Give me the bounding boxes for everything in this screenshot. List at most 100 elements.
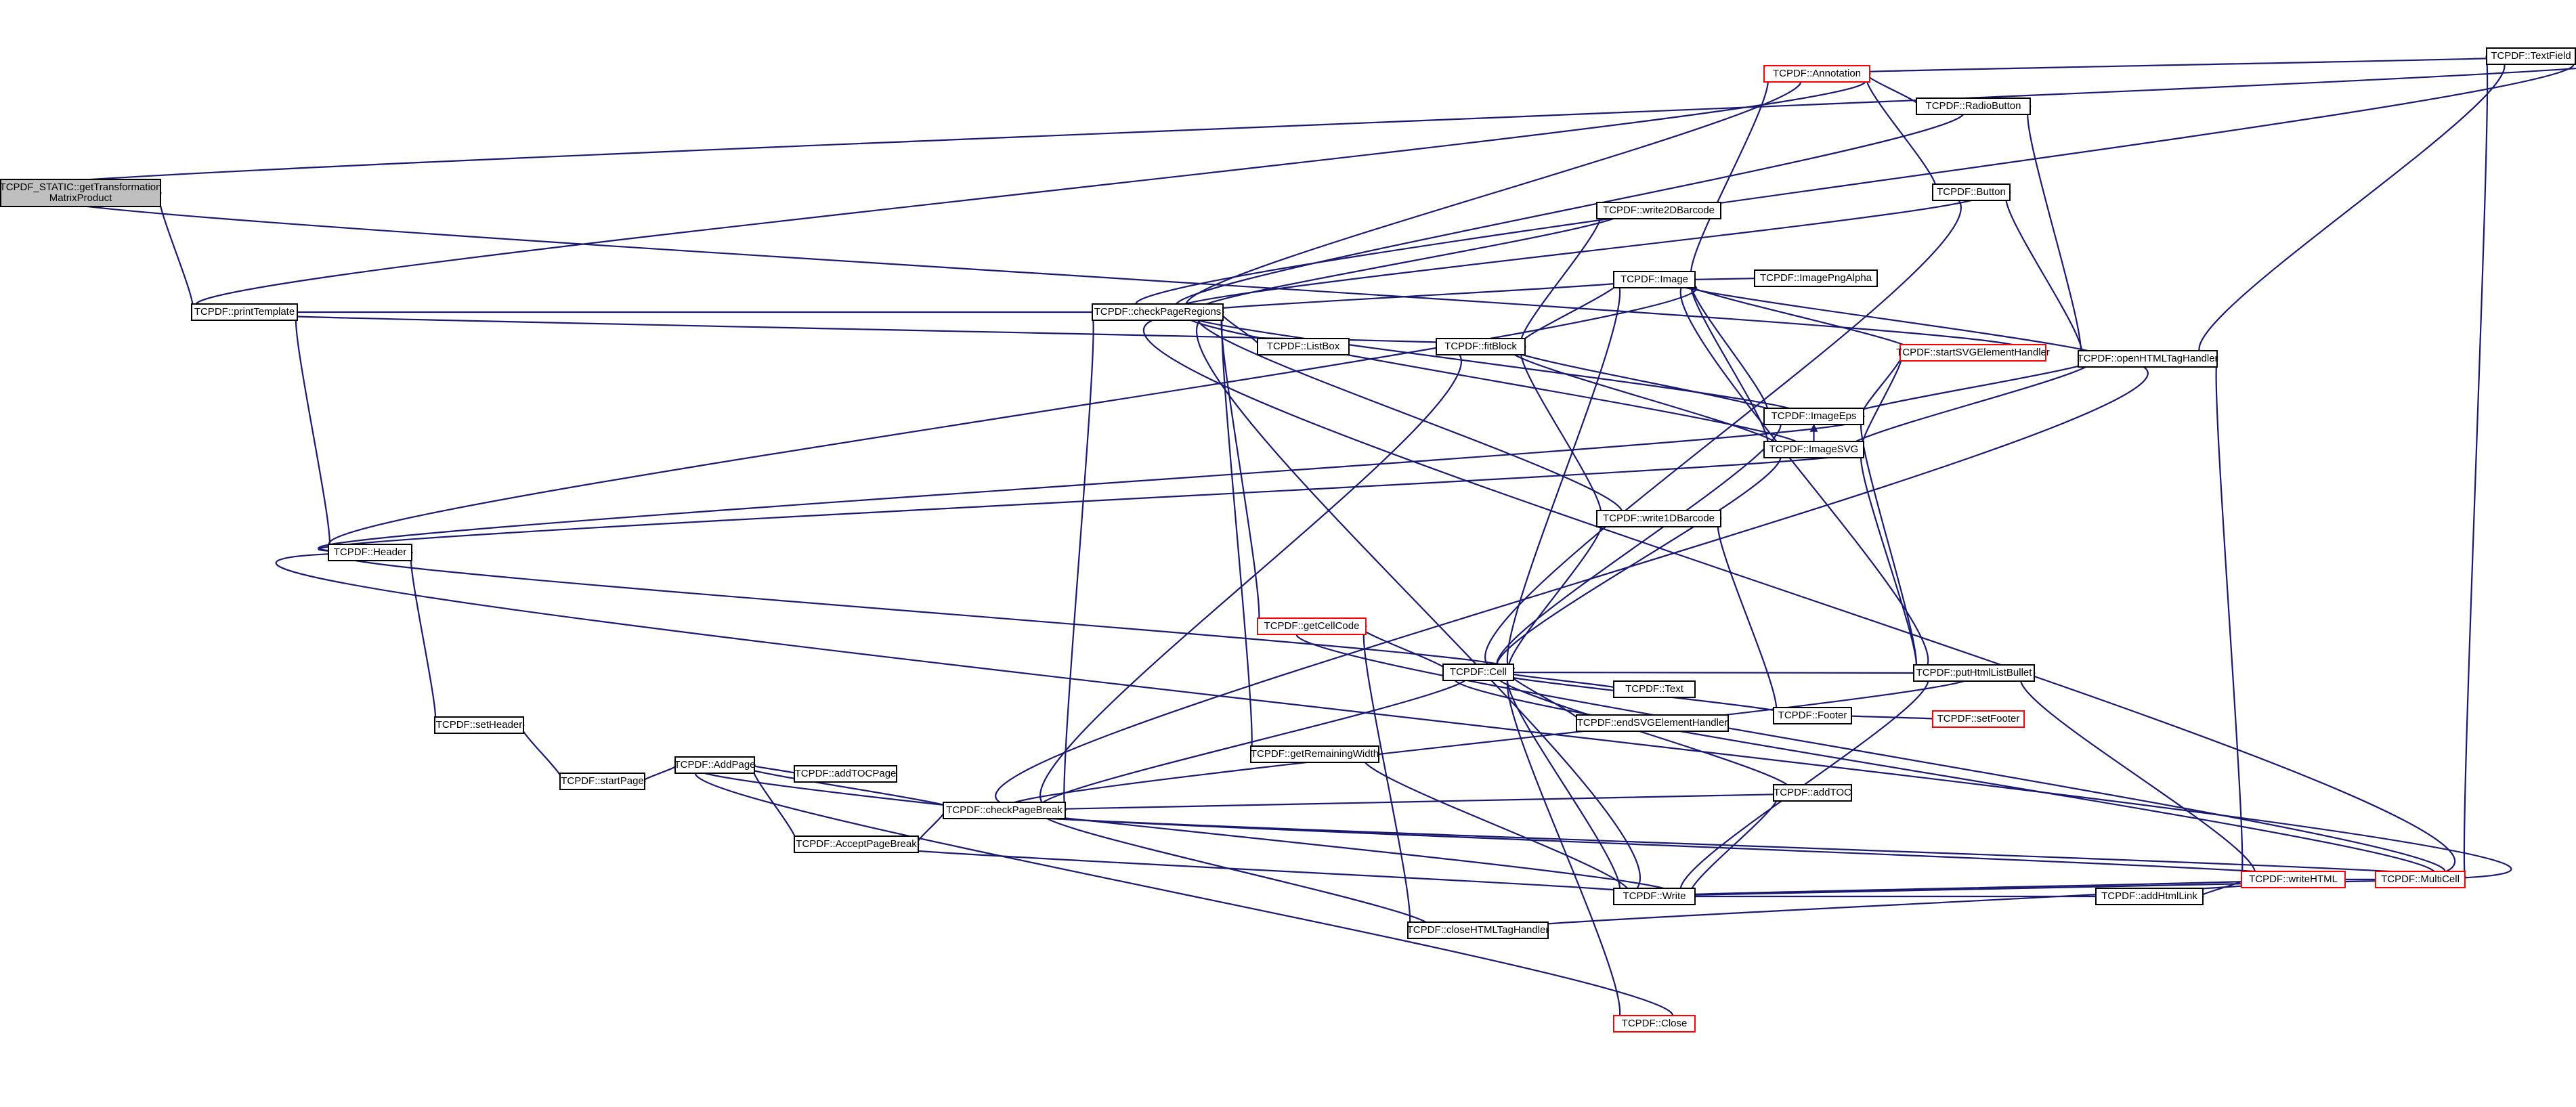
edge-setFooter-to-Footer — [1845, 712, 1939, 720]
node-endSVGElementHandler[interactable]: TCPDF::endSVGElementHandler — [1576, 714, 1729, 732]
node-getRemainingWidth[interactable]: TCPDF::getRemainingWidth — [1250, 745, 1379, 763]
node-box — [1613, 888, 1696, 905]
node-label: TCPDF::Annotation — [1773, 68, 1861, 79]
node-Text[interactable]: TCPDF::Text — [1613, 680, 1696, 698]
node-Close[interactable]: TCPDF::Close — [1613, 1015, 1696, 1033]
node-RadioButton[interactable]: TCPDF::RadioButton — [1916, 97, 2031, 115]
node-ImageSVG[interactable]: TCPDF::ImageSVG — [1763, 441, 1864, 458]
node-box — [559, 773, 645, 790]
edge-Button-to-checkPageRegions — [1174, 191, 1982, 316]
edge-Image-to-Cell — [1506, 278, 1621, 676]
node-ImagePngAlpha[interactable]: TCPDF::ImagePngAlpha — [1754, 269, 1878, 287]
edge-MultiCell-to-Header — [275, 548, 2512, 881]
node-box — [1436, 338, 1526, 355]
node-label: TCPDF::getRemainingWidth — [1251, 748, 1379, 760]
edge-MultiCell-to-TextField — [2463, 52, 2494, 881]
node-label: TCPDF::ImageSVG — [1769, 443, 1859, 455]
node-label: TCPDF::fitBlock — [1444, 341, 1517, 352]
node-fitBlock[interactable]: TCPDF::fitBlock — [1436, 338, 1526, 355]
node-box — [2241, 871, 2346, 888]
node-label: TCPDF::addTOC — [1774, 787, 1851, 798]
node-label: TCPDF::ListBox — [1267, 341, 1340, 352]
node-box — [1613, 680, 1696, 698]
edge-ImageSVG-to-checkPageRegions — [1185, 308, 1802, 451]
edge-ImageEps-to-Cell — [1496, 415, 1782, 676]
node-Footer[interactable]: TCPDF::Footer — [1773, 707, 1852, 724]
node-box — [191, 303, 298, 321]
node-checkPageRegions[interactable]: TCPDF::checkPageRegions — [1092, 303, 1224, 321]
node-label: TCPDF::ImageEps — [1772, 410, 1857, 422]
node-Cell[interactable]: TCPDF::Cell — [1442, 664, 1514, 681]
node-label: TCPDF::checkPageRegions — [1094, 306, 1222, 318]
node-addTOC[interactable]: TCPDF::addTOC — [1773, 784, 1852, 802]
node-Annotation[interactable]: TCPDF::Annotation — [1763, 65, 1870, 83]
edge-writeHTML-to-openHTMLTagHandler — [2210, 355, 2244, 881]
node-startPage[interactable]: TCPDF::startPage — [559, 773, 645, 790]
node-box — [1613, 1015, 1696, 1033]
node-box — [1257, 617, 1367, 635]
edge-Close-to-Cell — [1506, 668, 1621, 1025]
node-label: TCPDF::TextField — [2491, 50, 2571, 62]
edge-startSVGElementHandler-to-ImageEps — [1857, 351, 1903, 420]
node-label: TCPDF_STATIC::getTransformation — [0, 181, 161, 193]
node-ListBox[interactable]: TCPDF::ListBox — [1257, 338, 1350, 355]
edge-closeHTMLTagHandler-to-checkPageBreak — [1041, 806, 1432, 932]
node-label: MatrixProduct — [49, 192, 112, 204]
node-box — [1596, 510, 1721, 527]
node-label: TCPDF::ImagePngAlpha — [1760, 272, 1872, 284]
node-label: TCPDF::addTOCPage — [795, 768, 897, 779]
edge-Cell-to-checkPageBreak — [1039, 671, 1469, 815]
node-Image[interactable]: TCPDF::Image — [1613, 271, 1696, 288]
node-box — [2375, 871, 2466, 888]
edge-MultiCell-to-checkPageRegions — [1143, 308, 2455, 881]
node-ImageEps[interactable]: TCPDF::ImageEps — [1763, 408, 1864, 425]
node-AddPage[interactable]: TCPDF::AddPage — [674, 756, 756, 774]
node-label: TCPDF::Cell — [1450, 666, 1507, 678]
node-writeHTML[interactable]: TCPDF::writeHTML — [2241, 871, 2346, 888]
node-Write[interactable]: TCPDF::Write — [1613, 888, 1696, 905]
node-box — [1932, 710, 2025, 728]
node-openHTMLTagHandler[interactable]: TCPDF::openHTMLTagHandler — [2077, 350, 2218, 368]
node-label: TCPDF::Button — [1937, 186, 2006, 198]
node-startSVGElementHandler[interactable]: TCPDF::startSVGElementHandler — [1896, 344, 2050, 362]
edge-MultiCell-to-getCellCode — [1295, 622, 2446, 881]
node-write1DBarcode[interactable]: TCPDF::write1DBarcode — [1596, 510, 1721, 527]
node-box — [1092, 303, 1224, 321]
node-closeHTMLTagHandler[interactable]: TCPDF::closeHTMLTagHandler — [1407, 921, 1549, 939]
node-checkPageBreak[interactable]: TCPDF::checkPageBreak — [943, 802, 1066, 819]
node-box — [2095, 888, 2204, 905]
node-setFooter[interactable]: TCPDF::setFooter — [1932, 710, 2025, 728]
edge-Annotation-to-checkPageRegions — [1185, 72, 1802, 316]
node-label: TCPDF::RadioButton — [1926, 100, 2021, 112]
node-box — [1763, 441, 1864, 458]
node-label: TCPDF::putHtmlListBullet — [1916, 667, 2033, 678]
node-label: TCPDF::writeHTML — [2249, 873, 2338, 885]
node-root[interactable]: TCPDF_STATIC::getTransformationMatrixPro… — [0, 179, 161, 207]
node-label: TCPDF::printTemplate — [194, 306, 295, 318]
edge-MultiCell-to-Cell — [1453, 668, 2436, 881]
node-MultiCell[interactable]: TCPDF::MultiCell — [2375, 871, 2466, 888]
node-label: TCPDF::getCellCode — [1264, 620, 1360, 632]
node-box — [1773, 707, 1852, 724]
node-box — [1250, 745, 1379, 763]
node-getCellCode[interactable]: TCPDF::getCellCode — [1257, 617, 1367, 635]
node-Button[interactable]: TCPDF::Button — [1932, 183, 2011, 201]
edge-putHtmlListBullet-to-checkPageBreak — [1006, 672, 1973, 815]
node-addHtmlLink[interactable]: TCPDF::addHtmlLink — [2095, 888, 2204, 905]
node-printTemplate[interactable]: TCPDF::printTemplate — [191, 303, 298, 321]
edge-openHTMLTagHandler-to-TextField — [2198, 52, 2506, 360]
node-addTOCPage[interactable]: TCPDF::addTOCPage — [794, 765, 897, 783]
node-putHtmlListBullet[interactable]: TCPDF::putHtmlListBullet — [1913, 664, 2035, 682]
node-write2DBarcode[interactable]: TCPDF::write2DBarcode — [1596, 202, 1721, 219]
node-box — [1442, 664, 1514, 681]
node-box — [1899, 344, 2046, 362]
node-Header[interactable]: TCPDF::Header — [328, 544, 412, 561]
edge-closeHTMLTagHandler-to-getCellCode — [1359, 622, 1411, 932]
node-setHeader[interactable]: TCPDF::setHeader — [434, 716, 524, 734]
node-AcceptPageBreak[interactable]: TCPDF::AcceptPageBreak — [794, 835, 919, 853]
node-label: TCPDF::startSVGElementHandler — [1896, 347, 2050, 358]
edge-putHtmlListBullet-to-Image — [1679, 276, 1929, 674]
node-TextField[interactable]: TCPDF::TextField — [2486, 47, 2576, 65]
edge-Cell-to-Header — [340, 548, 1515, 674]
edge-layer — [0, 52, 2576, 1025]
